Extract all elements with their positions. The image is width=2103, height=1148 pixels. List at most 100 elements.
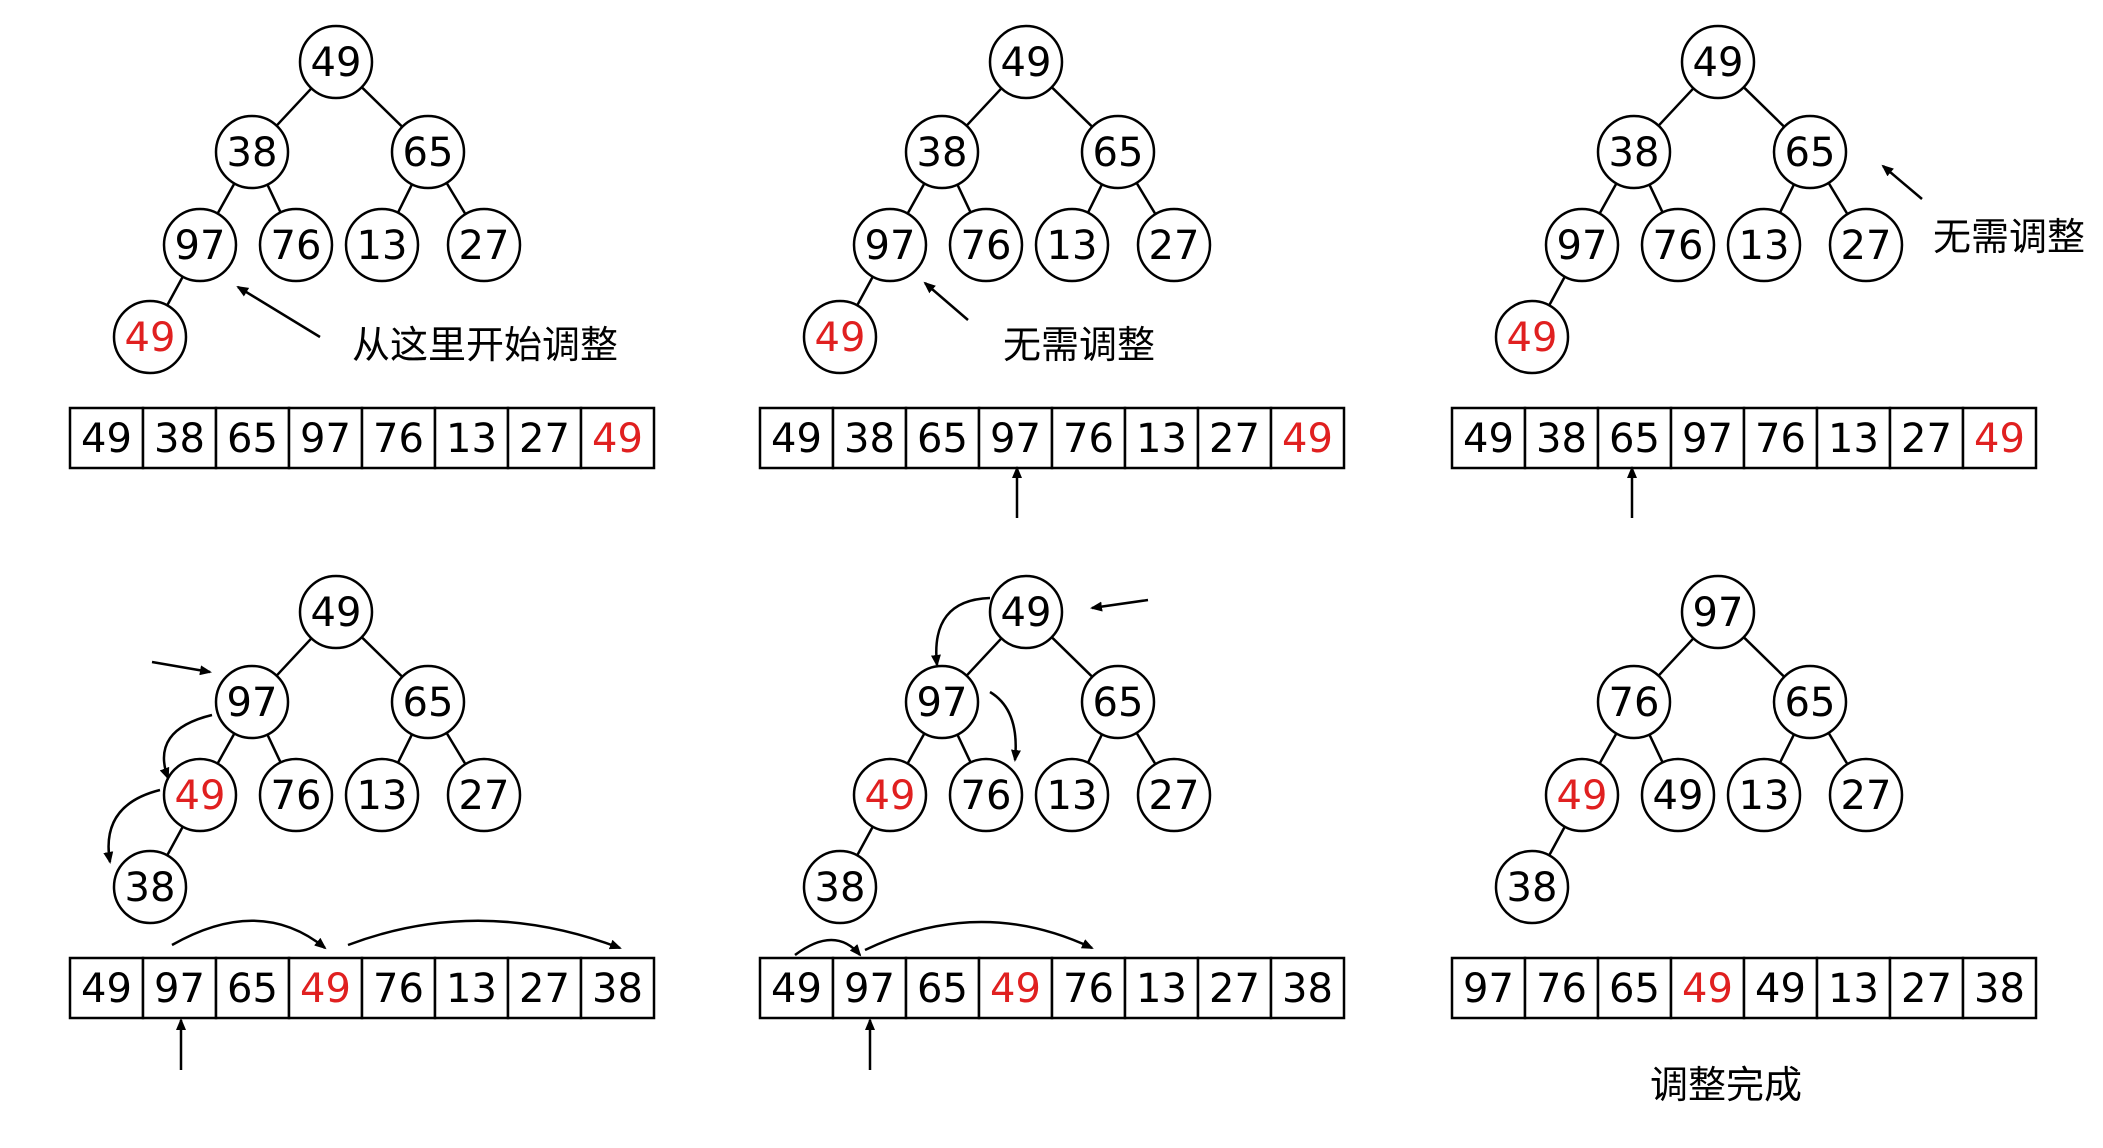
array-cell-value: 27 (519, 966, 570, 1012)
tree-edge (1598, 182, 1618, 215)
node-value: 97 (1557, 223, 1608, 269)
node-circle (1772, 664, 1848, 740)
tree-edge (445, 732, 467, 765)
tree-node: 49 (1680, 24, 1756, 100)
node-circle (1034, 207, 1110, 283)
tree-node: 13 (1034, 757, 1110, 833)
array-cell-value: 27 (519, 416, 570, 462)
node-value: 65 (1785, 130, 1836, 176)
array-cell: 97 (831, 956, 908, 1020)
array-cell-value: 97 (844, 966, 895, 1012)
array-cell-value: 97 (1682, 416, 1733, 462)
node-value: 49 (1001, 40, 1052, 86)
node-circle (852, 757, 928, 833)
node-circle (1494, 299, 1570, 375)
node-circle (344, 207, 420, 283)
array-cell-box (214, 406, 291, 470)
node-circle (214, 664, 290, 740)
node-circle (258, 757, 334, 833)
tree-node: 38 (1494, 849, 1570, 925)
node-value: 27 (1841, 223, 1892, 269)
tree-node: 49 (298, 24, 374, 100)
array-cell-box (68, 956, 145, 1020)
tree-edge (1742, 86, 1786, 128)
node-value: 97 (175, 223, 226, 269)
array-cell: 97 (1669, 406, 1746, 470)
tree-node: 49 (298, 574, 374, 650)
array-cell-value: 49 (771, 966, 822, 1012)
array-cell-value: 49 (300, 966, 351, 1012)
array-cell-value: 65 (227, 966, 278, 1012)
tree-edge (216, 182, 236, 215)
tree-node: 49 (1544, 757, 1620, 833)
no-adjust-arrow (923, 281, 969, 321)
array-cell-box (579, 956, 656, 1020)
array-cell: 97 (141, 956, 218, 1020)
array-swap-arrow-1 (171, 919, 327, 950)
array-cell-box (1815, 406, 1892, 470)
tree-node: 13 (1034, 207, 1110, 283)
tree-node: 49 (162, 757, 238, 833)
tree-node: 76 (1596, 664, 1672, 740)
array-cell-value: 76 (1063, 966, 1114, 1012)
tree-node: 76 (948, 207, 1024, 283)
tree-edge (166, 276, 184, 306)
tree-edge (1135, 732, 1157, 765)
array-cell-value: 76 (1536, 966, 1587, 1012)
swap-arrow-49-97 (930, 596, 991, 667)
array-cell-box (1123, 406, 1200, 470)
node-circle (1828, 207, 1904, 283)
node-value: 13 (1739, 773, 1790, 819)
array-cell: 49 (1669, 956, 1746, 1020)
tree-edge (266, 734, 282, 763)
tree-node: 49 (112, 299, 188, 375)
array-cell-value: 65 (917, 966, 968, 1012)
tree-edge (1050, 86, 1094, 128)
node-value: 49 (1001, 590, 1052, 636)
array-cell: 13 (1815, 406, 1892, 470)
node-value: 38 (815, 865, 866, 911)
array-cell-box (1050, 406, 1127, 470)
pointer-arrow-node-97 (151, 660, 212, 676)
node-value: 97 (1693, 590, 1744, 636)
array-cell-box (1269, 956, 1346, 1020)
array-cell-value: 13 (1136, 416, 1187, 462)
array-cell-value: 65 (1609, 966, 1660, 1012)
tree-edge (360, 86, 404, 128)
array-cell-box (1815, 956, 1892, 1020)
node-circle (1034, 757, 1110, 833)
array-cell-value: 49 (771, 416, 822, 462)
tree-edge (1657, 87, 1695, 127)
node-value: 65 (1093, 130, 1144, 176)
tree-edge (1657, 637, 1695, 677)
array-swap-arrow-2 (347, 919, 622, 950)
node-circle (162, 207, 238, 283)
tree-node: 13 (1726, 207, 1802, 283)
array-cell: 49 (758, 956, 835, 1020)
start-here-arrow (236, 285, 321, 339)
node-value: 27 (459, 223, 510, 269)
tree-node: 27 (1136, 207, 1212, 283)
array-cell-box (1269, 406, 1346, 470)
node-value: 76 (1609, 680, 1660, 726)
tree-node: 38 (1596, 114, 1672, 190)
array-cell: 97 (977, 406, 1054, 470)
caption-panel-1: 从这里开始调整 (352, 323, 618, 367)
array-cell: 76 (1742, 406, 1819, 470)
node-value: 38 (917, 130, 968, 176)
tree-node: 65 (1080, 114, 1156, 190)
node-value: 65 (1093, 680, 1144, 726)
tree-node: 27 (1828, 207, 1904, 283)
tree-node: 49 (852, 757, 928, 833)
array-cell: 65 (1596, 406, 1673, 470)
array-cell: 97 (1450, 956, 1527, 1020)
array-cell-box (433, 406, 510, 470)
tree-edge (856, 276, 874, 306)
array-cell: 65 (214, 406, 291, 470)
array-cell-value: 97 (990, 416, 1041, 462)
tree-edge (396, 183, 414, 214)
array-cell-box (1888, 956, 1965, 1020)
array-cell-value: 38 (154, 416, 205, 462)
